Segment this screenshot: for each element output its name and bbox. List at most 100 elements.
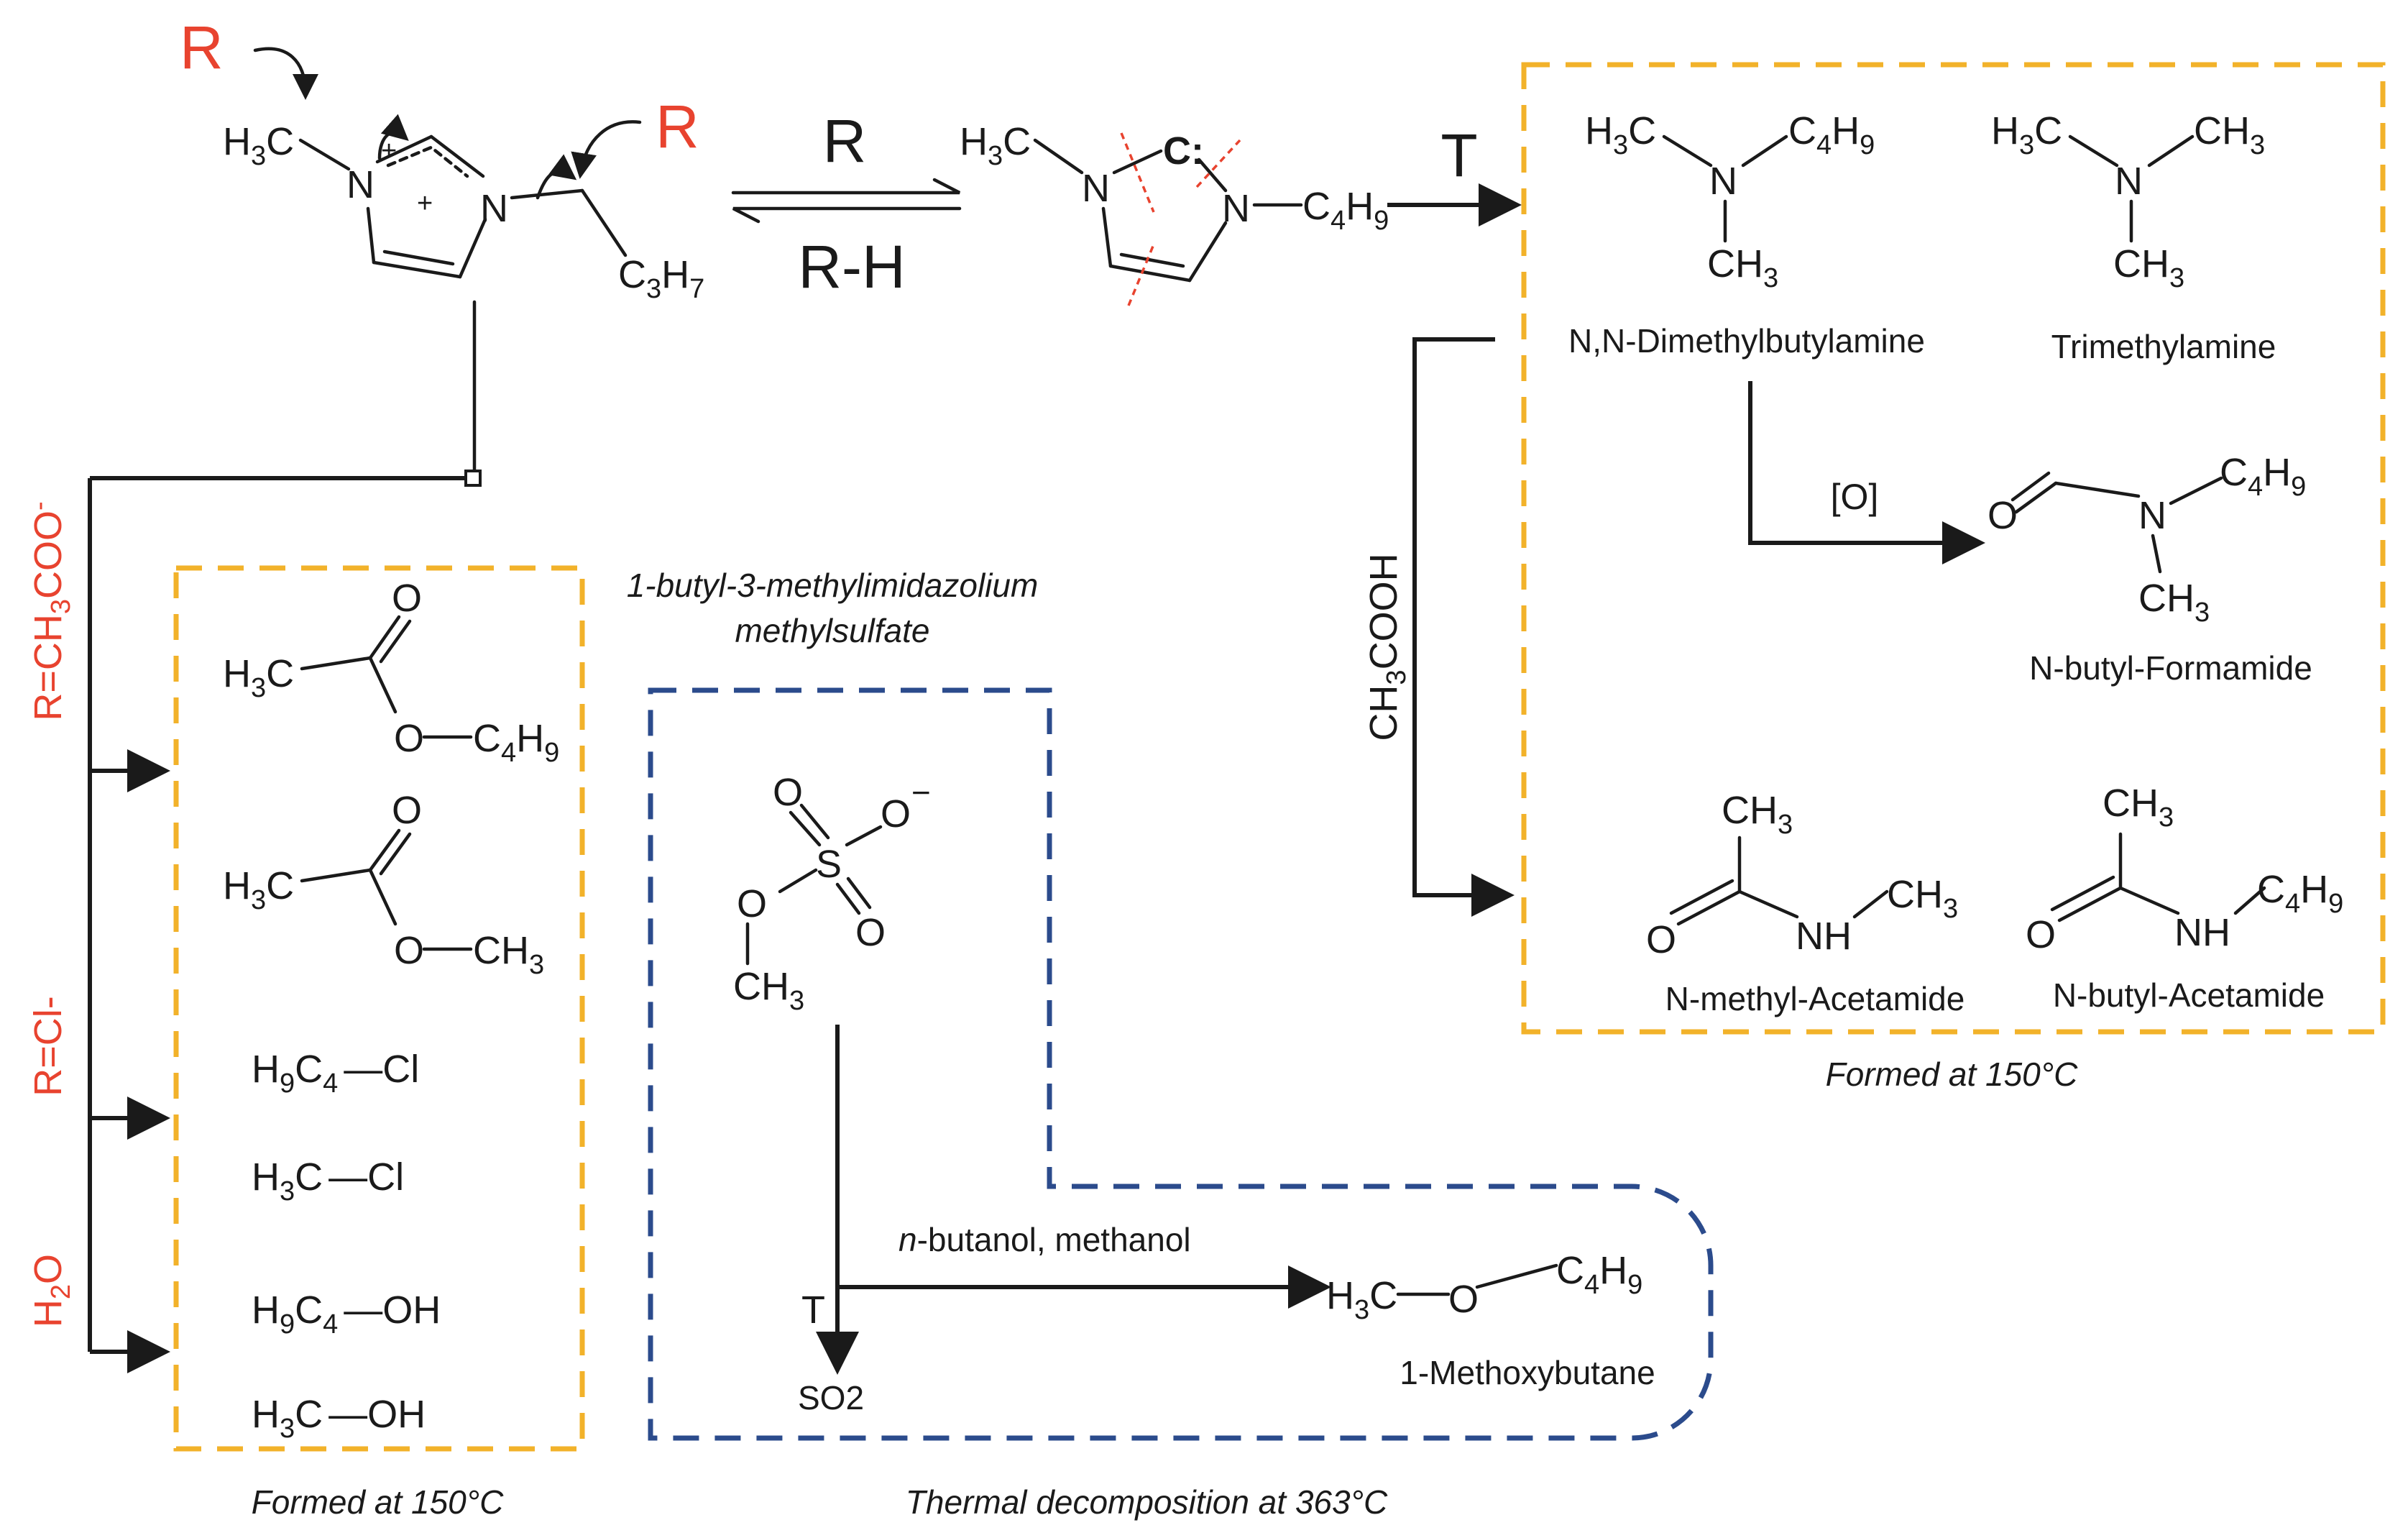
carbene-c4h9: C4H9 xyxy=(1302,185,1389,236)
left-products-box: H3C O O C4H9 H3C O O CH3 H9C4—Cl H3C—Cl … xyxy=(173,565,585,1521)
svg-text:C4H9: C4H9 xyxy=(2257,868,2343,919)
svg-text:H3C: H3C xyxy=(1326,1274,1397,1325)
svg-text:NH: NH xyxy=(1796,915,1852,958)
svg-text:O: O xyxy=(394,717,424,760)
svg-text:−: − xyxy=(911,774,931,811)
svg-text:CH3: CH3 xyxy=(2103,782,2174,833)
svg-text:O: O xyxy=(1448,1278,1479,1321)
amines-box: H3C N C4H9 CH3 N,N-Dimethylbutylamine H3… xyxy=(1362,62,2386,1093)
carbene-h3c: H3C xyxy=(960,120,1031,171)
formamide-name: N-butyl-Formamide xyxy=(2029,649,2312,687)
acid-label: CH3COOH xyxy=(1362,553,1412,741)
svg-text:CH3: CH3 xyxy=(2138,577,2210,628)
svg-text:O: O xyxy=(737,882,767,925)
svg-text:O: O xyxy=(392,577,422,620)
blue-dashed-outline xyxy=(648,687,1714,1441)
methoxybutane-structure: H3C O C4H9 xyxy=(1326,1249,1642,1325)
carbene-c-dot: C: xyxy=(1163,129,1204,173)
svg-text:O: O xyxy=(773,771,803,814)
butyl-acetate-structure: H3C O O C4H9 xyxy=(223,577,559,768)
sulfate-caption: Thermal decomposition at 363°C xyxy=(906,1483,1388,1521)
equilibrium-top-label: R xyxy=(823,107,867,175)
nba-name: N-butyl-Acetamide xyxy=(2053,976,2325,1014)
svg-text:O: O xyxy=(392,789,422,832)
carbene-n-left: N xyxy=(1082,167,1110,210)
radical-label-left: R xyxy=(180,14,224,81)
amines-caption: Formed at 150°C xyxy=(1826,1056,2079,1093)
svg-text:H3C: H3C xyxy=(223,652,294,703)
svg-text:CH3: CH3 xyxy=(2194,109,2265,160)
svg-text:CH3: CH3 xyxy=(733,965,804,1016)
svg-text:O: O xyxy=(2026,913,2056,956)
methyl-chloride: H3C—Cl xyxy=(252,1155,404,1207)
propyl-c3h7: C3H7 xyxy=(618,253,704,304)
delocalized-bond xyxy=(386,145,469,178)
plus-sign-2: + xyxy=(417,188,433,219)
nma-structure: CH3 O NH CH3 xyxy=(1646,789,1958,961)
svg-text:CH3: CH3 xyxy=(473,929,544,980)
methanol: H3C—OH xyxy=(252,1393,426,1444)
formamide-structure: O N C4H9 CH3 xyxy=(1987,451,2306,628)
dmba-structure: H3C N C4H9 CH3 xyxy=(1585,109,1875,293)
svg-text:H3C: H3C xyxy=(1991,109,2062,160)
svg-text:CH3: CH3 xyxy=(1707,242,1778,293)
curved-arrow-right xyxy=(571,120,642,179)
tma-name: Trimethylamine xyxy=(2051,328,2276,365)
svg-text:N: N xyxy=(1709,160,1737,203)
dmba-name: N,N-Dimethylbutylamine xyxy=(1568,322,1925,360)
sulfate-arrow-label: T xyxy=(801,1288,825,1332)
svg-text:CH3: CH3 xyxy=(2113,242,2184,293)
branch-node xyxy=(464,470,482,487)
left-reagent-bracket: R=CH3COO- R=Cl- H2O xyxy=(24,470,482,1373)
svg-text:CH3: CH3 xyxy=(1887,873,1958,924)
reactant-name-line1: 1-butyl-3-methylimidazolium xyxy=(627,567,1039,604)
acetate-reagent: R=CH3COO- xyxy=(24,501,76,720)
svg-text:O: O xyxy=(1646,918,1676,961)
nma-name: N-methyl-Acetamide xyxy=(1665,980,1965,1017)
cut-mark-1 xyxy=(1120,132,1155,213)
svg-text:O: O xyxy=(394,929,424,972)
equilibrium-bottom-label: R-H xyxy=(798,233,905,301)
svg-text:C4H9: C4H9 xyxy=(2220,451,2306,502)
butanol: H9C4—OH xyxy=(252,1288,441,1340)
ether-name: 1-Methoxybutane xyxy=(1400,1354,1655,1391)
svg-text:O: O xyxy=(855,911,886,954)
imidazolium-cation: R R H3C N + + N C3H7 1-butyl-3-methylimi… xyxy=(180,14,1038,649)
chloride-reagent: R=Cl- xyxy=(27,996,70,1097)
svg-text:N: N xyxy=(2138,494,2166,537)
alcohols-label: n-butanol, methanol xyxy=(899,1221,1191,1258)
nba-structure: CH3 O NH C4H9 xyxy=(2026,782,2343,956)
equilibrium-arrows: R R-H xyxy=(731,107,962,301)
cut-mark-3 xyxy=(1127,244,1155,306)
svg-text:C4H9: C4H9 xyxy=(473,717,559,768)
svg-text:C4H9: C4H9 xyxy=(1788,109,1875,160)
svg-text:N: N xyxy=(2115,160,2143,203)
sulfate-box: O S O − O O CH3 T SO2 n-butanol, methano… xyxy=(648,687,1714,1521)
thermal-arrow-label: T xyxy=(1440,122,1477,189)
methyl-h3c: H3C xyxy=(223,120,294,171)
left-box-caption: Formed at 150°C xyxy=(252,1483,505,1521)
svg-text:S: S xyxy=(816,843,842,886)
svg-text:H3C: H3C xyxy=(223,864,294,915)
curved-arrow-ring xyxy=(536,154,577,200)
methylsulfate-structure: O S O − O O CH3 xyxy=(733,771,931,1016)
n-heterocyclic-carbene: H3C N C: N C4H9 T xyxy=(960,120,1522,306)
water-reagent: H2O xyxy=(27,1254,76,1327)
reactant-name-line2: methylsulfate xyxy=(735,612,929,649)
n-right-atom: N xyxy=(480,187,508,230)
methyl-acetate-structure: H3C O O CH3 xyxy=(223,789,544,980)
svg-text:NH: NH xyxy=(2174,911,2230,954)
radical-label-right: R xyxy=(656,93,699,160)
so2-product: SO2 xyxy=(798,1379,864,1416)
svg-text:C4H9: C4H9 xyxy=(1556,1249,1642,1300)
curved-arrow-left xyxy=(253,47,318,100)
butyl-chloride: H9C4—Cl xyxy=(252,1048,419,1099)
oxidation-label: [O] xyxy=(1831,477,1879,517)
acetic-acid-arrow xyxy=(1412,337,1515,917)
oxidation-arrow xyxy=(1748,381,1985,564)
svg-text:O: O xyxy=(881,792,911,836)
curved-arrow-methyl xyxy=(377,114,409,160)
tma-structure: H3C N CH3 CH3 xyxy=(1991,109,2265,293)
svg-text:H3C: H3C xyxy=(1585,109,1656,160)
